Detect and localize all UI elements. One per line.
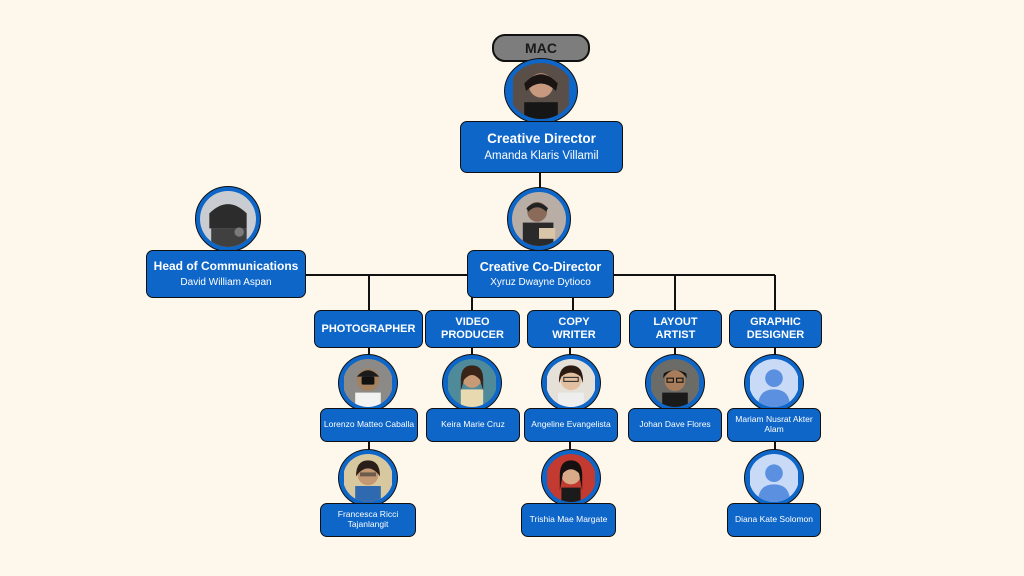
default-user-icon [750, 359, 798, 407]
role-video-producer-line2: PRODUCER [441, 329, 504, 341]
creative-director-role: Creative Director [487, 131, 596, 147]
member-box-mariam: Mariam Nusrat Akter Alam [727, 408, 821, 442]
member-name-johan: Johan Dave Flores [639, 419, 711, 430]
member-avatar-angeline [541, 354, 601, 412]
co-director-role: Creative Co-Director [479, 259, 602, 274]
member-box-johan: Johan Dave Flores [628, 408, 722, 442]
creative-director-avatar [504, 58, 578, 124]
role-layout-artist: LAYOUT ARTIST [629, 310, 722, 348]
default-user-icon [750, 454, 798, 502]
head-comms-name: David William Aspan [180, 276, 272, 288]
head-comms-role: Head of Communications [153, 258, 299, 273]
member-box-lorenzo: Lorenzo Matteo Caballa [320, 408, 418, 442]
role-photographer: PHOTOGRAPHER [314, 310, 423, 348]
member-avatar-diana [744, 449, 804, 507]
co-director-name: Xyruz Dwayne Dytioco [490, 276, 591, 288]
head-comms-avatar [195, 186, 261, 252]
member-name-keira: Keira Marie Cruz [441, 419, 505, 430]
member-avatar-francesca [338, 449, 398, 507]
head-comms-box: Head of Communications David William Asp… [146, 250, 306, 298]
role-video-producer: VIDEO PRODUCER [425, 310, 520, 348]
member-avatar-johan [645, 354, 705, 412]
role-layout-artist-line1: LAYOUT [653, 316, 698, 329]
role-copy-writer-line1: COPY [558, 316, 590, 329]
role-graphic-designer-line2: DESIGNER [746, 329, 805, 341]
mac-badge: MAC [492, 34, 590, 62]
member-name-trishia: Trishia Mae Margate [529, 514, 608, 525]
role-layout-artist-line2: ARTIST [655, 329, 696, 341]
role-copy-writer-line2: WRITER [552, 329, 596, 341]
member-avatar-keira [442, 354, 502, 412]
member-box-angeline: Angeline Evangelista [524, 408, 618, 442]
role-graphic-designer-line1: GRAPHIC [750, 316, 801, 329]
co-director-box: Creative Co-Director Xyruz Dwayne Dytioc… [467, 250, 614, 298]
role-copy-writer: COPY WRITER [527, 310, 621, 348]
role-graphic-designer: GRAPHIC DESIGNER [729, 310, 822, 348]
member-name-diana: Diana Kate Solomon [735, 514, 813, 525]
member-name-mariam: Mariam Nusrat Akter Alam [735, 414, 813, 434]
member-box-diana: Diana Kate Solomon [727, 503, 821, 537]
creative-director-box: Creative Director Amanda Klaris Villamil [460, 121, 623, 173]
creative-director-name: Amanda Klaris Villamil [484, 149, 599, 162]
member-avatar-lorenzo [338, 354, 398, 412]
role-photographer-label: PHOTOGRAPHER [321, 322, 416, 335]
member-avatar-mariam [744, 354, 804, 412]
member-box-trishia: Trishia Mae Margate [521, 503, 616, 537]
member-name-angeline: Angeline Evangelista [531, 419, 611, 430]
member-avatar-trishia [541, 449, 601, 507]
member-name-lorenzo: Lorenzo Matteo Caballa [323, 419, 415, 430]
member-box-keira: Keira Marie Cruz [426, 408, 520, 442]
member-name-francesca: Francesca Ricci Tajanlangit [337, 509, 399, 529]
role-video-producer-line1: VIDEO [455, 316, 490, 329]
co-director-avatar [507, 187, 571, 251]
member-box-francesca: Francesca Ricci Tajanlangit [320, 503, 416, 537]
